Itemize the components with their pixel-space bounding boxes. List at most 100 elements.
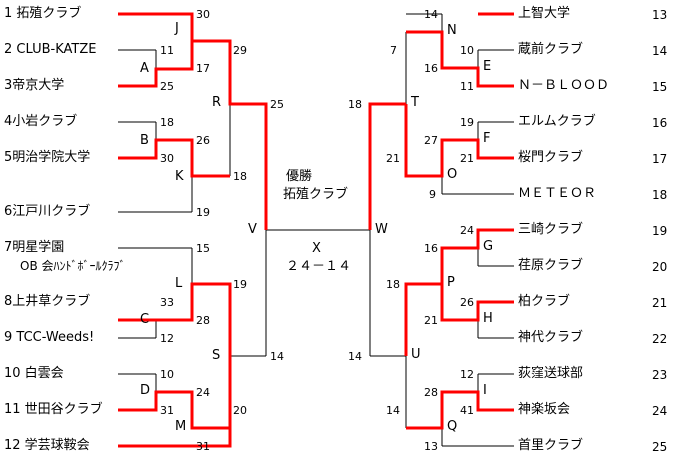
node-M: M: [175, 419, 187, 434]
node-G: G: [483, 239, 494, 254]
node-V: V: [248, 222, 257, 237]
node-R: R: [212, 95, 222, 110]
node-I: I: [483, 383, 487, 398]
score-label: 14: [386, 404, 400, 417]
right-team-24: 神楽坂会: [518, 402, 571, 417]
node-S: S: [212, 348, 221, 363]
left-team-5: 5明治学院大学: [4, 150, 91, 165]
node-U: U: [411, 347, 421, 362]
right-team-23: 荻窪送球部: [518, 366, 584, 381]
champion-team: 拓殖クラブ: [283, 187, 349, 202]
right-team-25: 首里クラブ: [518, 438, 584, 453]
score-label: 25: [270, 98, 284, 111]
score-label: 24: [460, 224, 474, 237]
score-label: 14: [270, 350, 284, 363]
score-label: 25: [160, 80, 174, 93]
left-team-6: 6江戸川クラブ: [4, 204, 91, 219]
row-number-17: 17: [652, 152, 668, 166]
right-team-20: 荏原クラブ: [518, 258, 584, 273]
score-label: 21: [386, 152, 400, 165]
score-label: 27: [424, 134, 438, 147]
right-team-18: ＭＥＴＥＯＲ: [518, 186, 597, 201]
node-K: K: [175, 169, 184, 184]
score-label: 31: [196, 440, 210, 453]
score-label: 19: [460, 116, 474, 129]
right-team-17: 桜門クラブ: [518, 150, 584, 165]
score-label: 19: [233, 278, 247, 291]
row-number-22: 22: [652, 332, 668, 346]
row-number-24: 24: [652, 404, 668, 418]
node-F: F: [483, 131, 491, 146]
score-label: 16: [424, 62, 438, 75]
score-label: 24: [196, 386, 210, 399]
score-label: 28: [196, 314, 210, 327]
left-team-9: 9 TCC-Weeds!: [4, 330, 95, 345]
node-C: C: [140, 312, 150, 327]
right-team-22: 神代クラブ: [518, 330, 584, 345]
node-O: O: [447, 167, 458, 182]
left-team-7: 7明星学園: [4, 240, 65, 255]
node-T: T: [411, 95, 419, 110]
score-label: 17: [196, 62, 210, 75]
left-team-12: 12 学芸球鞍会: [4, 438, 90, 453]
node-H: H: [483, 311, 493, 326]
node-N: N: [447, 23, 457, 38]
right-team-14: 蔵前クラブ: [518, 42, 584, 57]
score-label: 16: [424, 242, 438, 255]
score-label: 30: [196, 8, 210, 21]
row-number-19: 19: [652, 224, 668, 238]
row-number-16: 16: [652, 116, 668, 130]
left-team-2: 2 CLUB-KATZE: [4, 42, 97, 57]
row-number-15: 15: [652, 80, 668, 94]
score-label: 41: [460, 404, 474, 417]
winner-lines: [118, 12, 514, 448]
score-label: 11: [460, 80, 474, 93]
node-Q: Q: [447, 419, 458, 434]
champion-title: 優勝: [286, 169, 313, 184]
score-label: 28: [424, 386, 438, 399]
score-label: 18: [348, 98, 362, 111]
right-team-21: 柏クラブ: [518, 294, 571, 309]
score-label: 18: [386, 278, 400, 291]
score-label: 31: [160, 404, 174, 417]
right-team-16: エルムクラブ: [518, 114, 596, 129]
score-label: 20: [233, 404, 247, 417]
score-label: 14: [348, 350, 362, 363]
node-E: E: [483, 59, 492, 74]
score-label: 26: [460, 296, 474, 309]
score-label: 30: [160, 152, 174, 165]
left-team-1: 1 拓殖クラブ: [4, 6, 82, 21]
row-number-23: 23: [652, 368, 668, 382]
node-L: L: [175, 276, 183, 291]
left-team-3: 3帝京大学: [4, 78, 65, 93]
final-score: ２４－１４: [286, 259, 352, 274]
score-label: 19: [196, 206, 210, 219]
node-J: J: [175, 21, 179, 36]
score-label: 9: [429, 188, 436, 201]
left-team-8: 8上井草クラブ: [4, 294, 91, 309]
left-team-10: 10 白雲会: [4, 366, 64, 381]
score-label: 33: [160, 296, 174, 309]
node-W: W: [375, 222, 388, 237]
right-team-19: 三崎クラブ: [518, 222, 584, 237]
left-team-4: 4小岩クラブ: [4, 114, 78, 129]
score-label: 18: [160, 116, 174, 129]
score-label: 7: [390, 44, 397, 57]
row-number-14: 14: [652, 44, 668, 58]
node-B: B: [140, 133, 149, 148]
row-number-25: 25: [652, 440, 668, 454]
score-label: 11: [160, 44, 174, 57]
node-D: D: [140, 383, 151, 398]
left-team-11: 11 世田谷クラブ: [4, 402, 103, 417]
node-A: A: [140, 61, 149, 76]
score-label: 13: [424, 440, 438, 453]
score-label: 10: [160, 368, 174, 381]
row-number-13: 13: [652, 8, 668, 22]
score-label: 26: [196, 134, 210, 147]
row-number-18: 18: [652, 188, 668, 202]
score-label: 18: [233, 170, 247, 183]
right-team-15: Ｎ－ＢＬＯＯＤ: [518, 78, 610, 93]
score-label: 14: [424, 8, 438, 21]
score-label: 21: [424, 314, 438, 327]
